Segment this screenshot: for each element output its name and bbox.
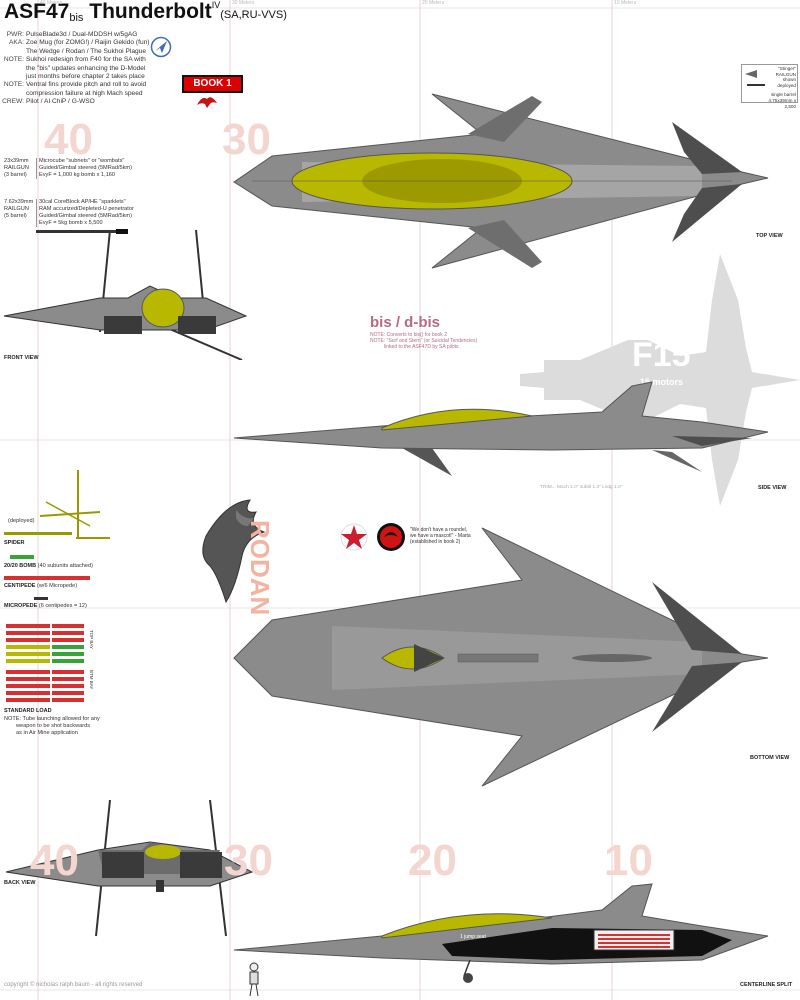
standard-load-notes: NOTE: Tube launching allowed for any wea… bbox=[4, 716, 100, 736]
load-bar bbox=[52, 652, 84, 656]
mascot-icon bbox=[197, 97, 217, 108]
load-bar bbox=[6, 638, 50, 642]
load-bar bbox=[52, 638, 84, 642]
load-bar bbox=[6, 698, 50, 702]
ghost-number-1: 40 bbox=[44, 115, 93, 164]
meter-mark-1: 40 Meters bbox=[40, 0, 63, 6]
top-bay-label: TOP BAY bbox=[89, 630, 94, 650]
title-model: ASF47 bbox=[4, 0, 70, 23]
load-bar bbox=[52, 631, 84, 635]
spec-row: the "bis" updates enhancing the D-Model bbox=[26, 64, 146, 72]
label-centerline-split: CENTERLINE SPLIT bbox=[740, 982, 793, 988]
stinger-callout-text: "Stinger" RAILGUN shown deployed single … bbox=[768, 66, 796, 109]
rodan-mascot-image bbox=[202, 499, 266, 604]
load-bar bbox=[6, 677, 50, 681]
munition-bomb-label: 20/20 BOMB (40 subunits attached) bbox=[4, 563, 93, 569]
load-bar bbox=[6, 624, 50, 628]
label-side-view: SIDE VIEW bbox=[758, 485, 787, 491]
copyright-text: copyright © nicholas ralph baum - all ri… bbox=[4, 982, 143, 988]
munitions-icons bbox=[4, 555, 90, 600]
label-bottom-view: BOTTOM VIEW bbox=[750, 755, 790, 761]
ghost-number-3: 40 bbox=[30, 836, 79, 885]
load-bar bbox=[52, 698, 84, 702]
load-bar bbox=[6, 652, 50, 656]
bis-title: bis / d-bis bbox=[370, 314, 441, 331]
load-bar bbox=[6, 659, 50, 663]
load-bar bbox=[6, 645, 50, 649]
centerline-split bbox=[233, 883, 769, 983]
spec-row: compression failure at high Mach speed bbox=[26, 89, 143, 97]
book-badge: BOOK 1 bbox=[182, 75, 243, 93]
spec-row: just months before chapter 2 takes place bbox=[26, 73, 145, 81]
weapon-desc-2: 30cal CoreBlock AP/HE "sparklets" RAM ac… bbox=[36, 199, 134, 227]
spider-stowed-icon bbox=[4, 532, 72, 535]
label-top-view: TOP VIEW bbox=[756, 233, 783, 239]
label-back-view: BACK VIEW bbox=[4, 880, 36, 886]
load-bar bbox=[52, 659, 84, 663]
load-bar bbox=[52, 684, 84, 688]
trim-text: TRIM... Mach 1.0" subtil 1.3" Lndg 1.0" bbox=[540, 485, 623, 490]
title-roman: IV bbox=[211, 0, 221, 10]
spec-row: AKA:Zoe Mug (for ZOMG!) / Raijin Gekido … bbox=[8, 39, 150, 47]
spec-row: PWR:PulseBlade3d / Dual-MDDSH w/5gAG bbox=[6, 31, 138, 38]
pilot-figure bbox=[249, 962, 259, 997]
load-bar bbox=[52, 645, 84, 649]
munition-micropede-label: MICROPEDE (6 centipedes = 12) bbox=[4, 603, 87, 609]
mascot-quote: "We don't have a roundel, we have a masc… bbox=[410, 527, 471, 545]
side-view bbox=[233, 381, 769, 476]
standard-load-label: STANDARD LOAD bbox=[4, 708, 52, 714]
ghost-number-4: 30 bbox=[224, 836, 273, 885]
bottom-bay-label: BTM BAY bbox=[89, 670, 94, 690]
bis-notes: NOTE: Converts to bis() for book 2 NOTE:… bbox=[370, 332, 478, 350]
bottom-view bbox=[233, 527, 769, 787]
red-star-icon bbox=[340, 523, 368, 551]
title-name: Thunderbolt bbox=[89, 0, 212, 23]
weapon-block-2: 7.62x39mm RAILGUN (5 barrel) bbox=[4, 199, 34, 219]
front-view bbox=[3, 229, 248, 360]
spider-label: SPIDER bbox=[4, 540, 25, 546]
f15-sub-label: 15 motors bbox=[640, 377, 684, 387]
meter-mark-2: 30 Meters bbox=[232, 0, 255, 6]
compass-icon bbox=[150, 36, 172, 58]
spec-row: The Wedge / Rodan / The Sukhoi Plague bbox=[26, 47, 146, 55]
f15-label: F15 bbox=[632, 336, 691, 374]
spec-row: CREW:Pilot / AI ChiP / G-WSO bbox=[2, 98, 95, 106]
back-view bbox=[5, 799, 254, 937]
meter-mark-3: 20 Meters bbox=[422, 0, 445, 6]
load-bar bbox=[52, 691, 84, 695]
ghost-number-5: 20 bbox=[408, 836, 457, 885]
page-title: ASF47bis ThunderboltIV(SA,RU-VVS) bbox=[4, 0, 287, 24]
title-operators: (SA,RU-VVS) bbox=[220, 9, 287, 21]
load-bar bbox=[52, 677, 84, 681]
jump-seat-label: 1 jump seat bbox=[460, 934, 486, 940]
standard-load-diagram bbox=[6, 624, 84, 702]
spec-row: NOTE:Sukhoi redesign from F40 for the SA… bbox=[3, 56, 146, 64]
load-bar bbox=[6, 631, 50, 635]
load-bar bbox=[6, 691, 50, 695]
mascot-roundel-icon bbox=[377, 523, 405, 551]
ghost-number-6: 10 bbox=[604, 836, 653, 885]
weapon-desc-1: Microcube "subnets" or "wombats" Guided/… bbox=[36, 158, 132, 179]
load-bar bbox=[52, 670, 84, 674]
ghost-number-2: 30 bbox=[222, 115, 271, 164]
top-view bbox=[233, 93, 769, 269]
stinger-icon bbox=[745, 70, 765, 86]
railgun-round-icon bbox=[36, 229, 128, 234]
load-bar bbox=[52, 624, 84, 628]
label-front-view: FRONT VIEW bbox=[4, 355, 39, 361]
spec-row: NOTE:Ventral fins provide pitch and roll… bbox=[3, 81, 147, 89]
load-bar bbox=[6, 670, 50, 674]
munition-centipede-label: CENTIPEDE (w/6 Micropede) bbox=[4, 583, 78, 589]
f15-silhouette bbox=[520, 254, 800, 506]
meter-mark-4: 10 Meters bbox=[614, 0, 637, 6]
title-bis: bis bbox=[69, 12, 84, 24]
spider-munition bbox=[39, 470, 110, 539]
stinger-callout bbox=[741, 64, 798, 103]
rodan-label: RODAN bbox=[245, 520, 275, 616]
load-bar bbox=[6, 684, 50, 688]
weapon-block-1: 23x39mm RAILGUN (3 barrel) bbox=[4, 158, 29, 178]
spider-deployed-label: (deployed) bbox=[8, 518, 35, 524]
